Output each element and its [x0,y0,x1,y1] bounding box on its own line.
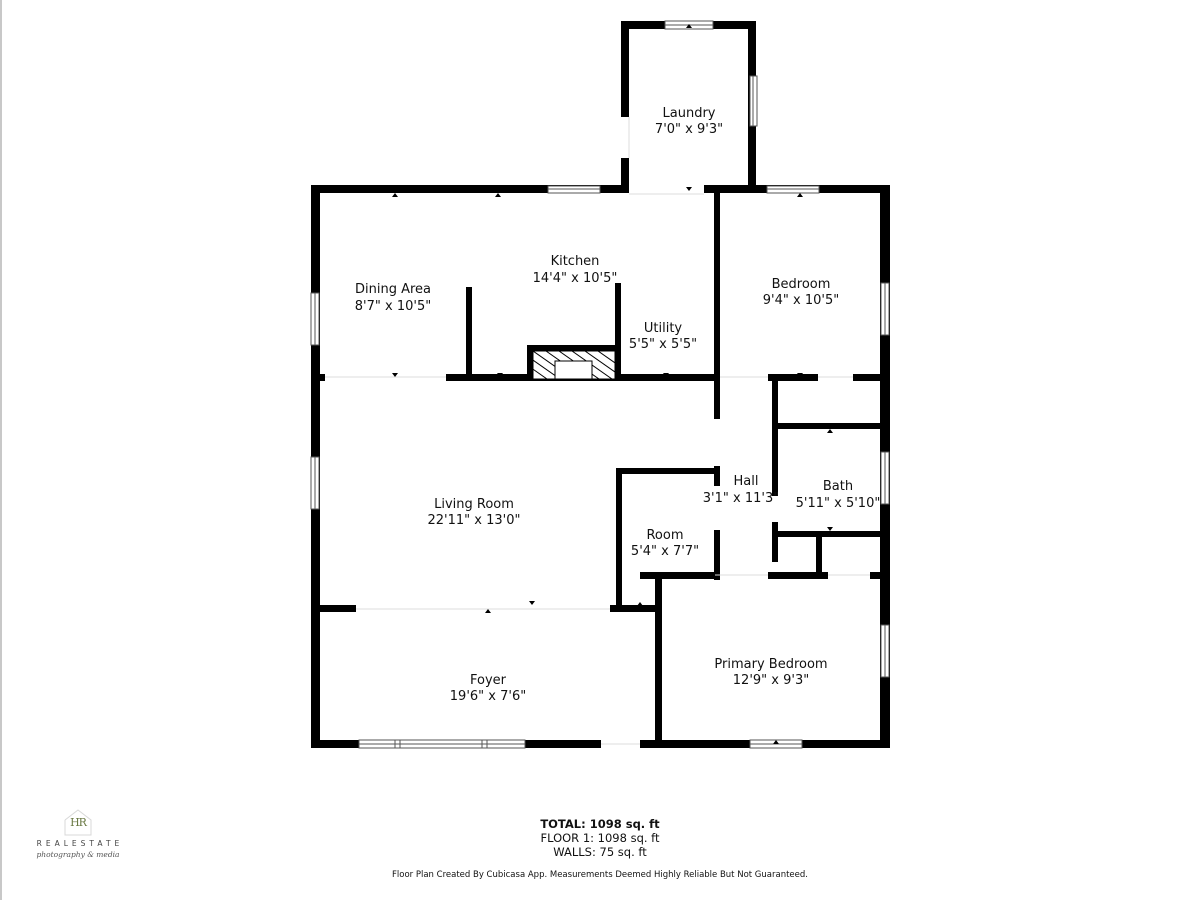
room-name-dining: Dining Area [355,282,431,297]
room-name-foyer: Foyer [470,673,507,688]
left-edge-border [0,0,2,900]
disclaimer: Floor Plan Created By Cubicasa App. Meas… [392,870,808,880]
room-dims-utility: 5'5" x 5'5" [629,337,697,352]
room-labels: Laundry 7'0" x 9'3" Dining Area 8'7" x 1… [355,106,881,704]
room-name-kitchen: Kitchen [551,254,600,269]
walls [311,21,890,748]
room-dims-living: 22'11" x 13'0" [428,513,521,528]
room-dims-kitchen: 14'4" x 10'5" [533,271,618,286]
room-name-primary-bedroom: Primary Bedroom [714,657,827,672]
openings [325,117,870,745]
room-name-laundry: Laundry [663,106,716,121]
room-name-bath: Bath [823,479,853,494]
room-name-utility: Utility [644,321,683,336]
walls-area: WALLS: 75 sq. ft [553,845,647,859]
logo-name: REALESTATE [36,839,124,848]
room-dims-bedroom: 9'4" x 10'5" [763,293,839,308]
room-name-living: Living Room [434,497,514,512]
logo-tagline: photography & media [36,850,120,859]
measurement-markers [392,24,833,744]
room-dims-dining: 8'7" x 10'5" [355,299,431,314]
room-dims-bath: 5'11" x 5'10" [796,496,881,511]
room-name-bedroom: Bedroom [772,277,831,292]
room-dims-primary-bedroom: 12'9" x 9'3" [733,673,809,688]
room-dims-laundry: 7'0" x 9'3" [655,122,723,137]
total-area: TOTAL: 1098 sq. ft [540,817,660,831]
windows [310,20,890,749]
logo-monogram: HR [70,816,87,829]
floor-plan: Laundry 7'0" x 9'3" Dining Area 8'7" x 1… [310,20,890,749]
room-name-room: Room [646,528,683,543]
house-logo-icon: HR [63,808,93,836]
room-dims-room: 5'4" x 7'7" [631,544,699,559]
room-dims-hall: 3'1" x 11'3" [703,491,779,506]
room-name-hall: Hall [734,474,759,489]
brand-logo: HR REALESTATE photography & media [28,808,128,859]
room-dims-foyer: 19'6" x 7'6" [450,689,526,704]
floor1-area: FLOOR 1: 1098 sq. ft [540,831,660,845]
fireplace-hatch [532,350,616,380]
